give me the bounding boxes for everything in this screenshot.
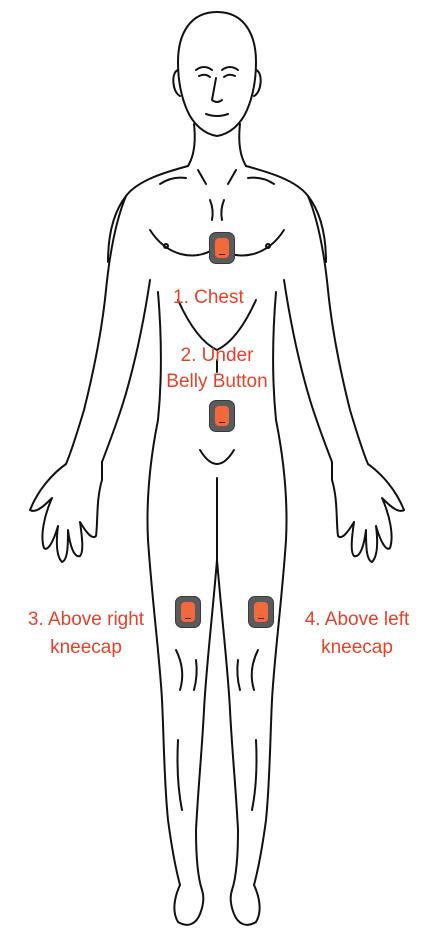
sensor-face [215,406,229,426]
label-left-knee-line2: kneecap [284,636,430,659]
label-belly-line2: Belly Button [150,370,284,393]
sensor-mark [258,618,264,619]
sensor-face [181,602,195,622]
label-left-knee-line1: 4. Above left [284,608,430,631]
sensor-belly [209,400,235,432]
sensor-face [215,238,229,258]
label-chest: 1. Chest [173,286,244,309]
sensor-mark [219,254,225,255]
label-belly-line1: 2. Under [150,344,284,367]
sensor-right-knee [175,596,201,628]
label-right-knee-line2: kneecap [2,636,170,659]
sensor-chest [209,232,235,264]
sensor-face [254,602,268,622]
label-right-knee-line1: 3. Above right [2,608,170,631]
sensor-mark [219,422,225,423]
sensor-left-knee [248,596,274,628]
sensor-mark [185,618,191,619]
